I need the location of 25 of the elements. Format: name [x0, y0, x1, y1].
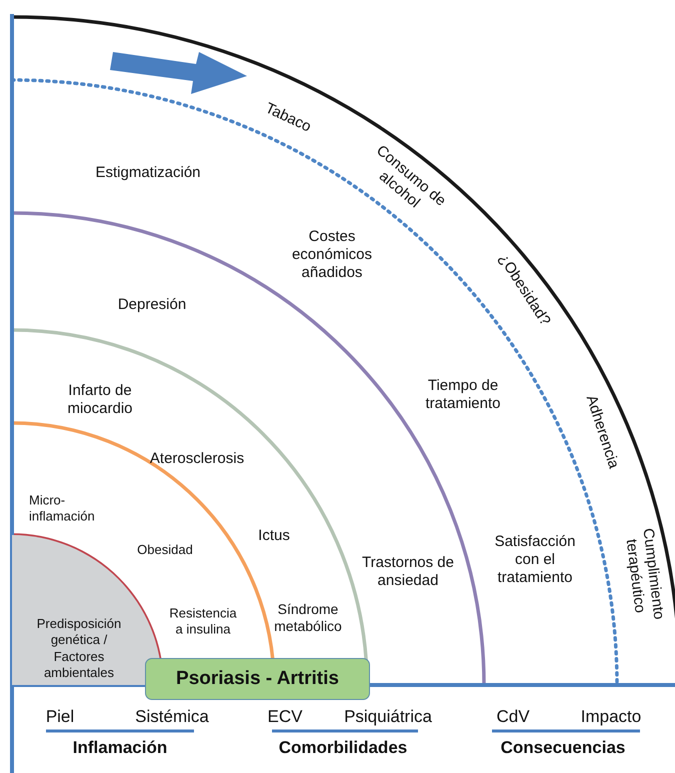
text-label: Satisfacción con el tratamiento [494, 533, 576, 587]
text-label: CdV [496, 706, 530, 728]
group-heading: Consecuencias [500, 738, 626, 758]
text-label: Ictus [258, 527, 290, 545]
group-heading: Inflamación [72, 738, 168, 758]
title-box: Psoriasis - Artritis [145, 658, 370, 700]
text-label: Aterosclerosis [150, 450, 244, 468]
text-label: Infarto de miocardio [66, 382, 134, 418]
text-label: Síndrome metabólico [273, 601, 343, 635]
text-label: Cumplimiento terapéutico [622, 526, 668, 622]
text-label: Piel [46, 706, 74, 728]
text-label: Impacto [580, 706, 642, 728]
region-label: Predisposición genética / Factores ambientales [36, 616, 122, 681]
text-label: Psiquiátrica [344, 706, 432, 728]
text-label: Depresión [118, 296, 186, 314]
text-label: Costes económicos añadidos [290, 228, 374, 282]
text-label: Resistencia a insulina [168, 605, 238, 637]
text-label: ECV [268, 706, 302, 728]
text-label: Micro-inflamación [29, 492, 96, 524]
group-heading: Comorbilidades [278, 738, 408, 758]
text-label: Sistémica [135, 706, 209, 728]
text-label: Obesidad [137, 542, 193, 558]
text-label: Estigmatización [95, 164, 201, 182]
text-label: Tiempo de tratamiento [424, 377, 502, 413]
text-label: Trastornos de ansiedad [362, 554, 454, 590]
